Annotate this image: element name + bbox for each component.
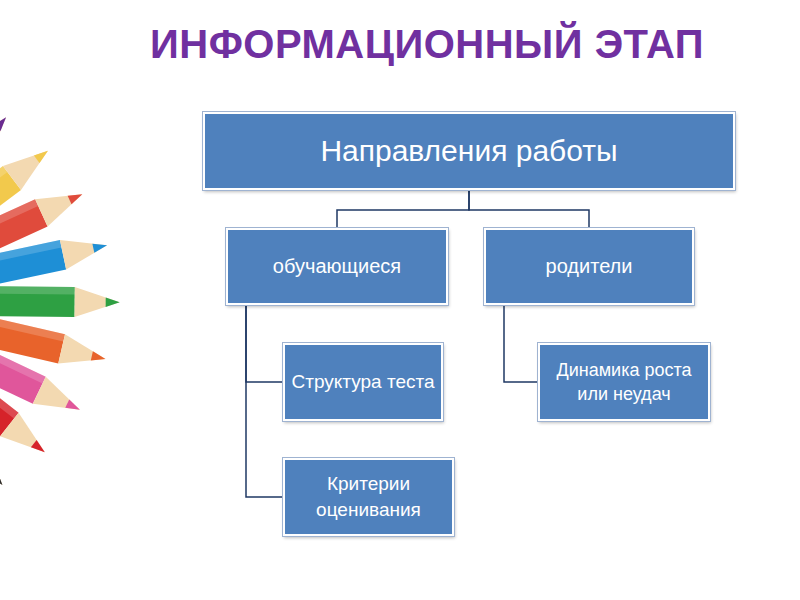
process-box: Направления работы [203, 112, 735, 190]
box-label: Структура теста [291, 369, 434, 395]
connector [469, 190, 589, 228]
process-box: Динамика роста или неудач [538, 343, 710, 421]
box-label: родители [546, 253, 633, 280]
process-box: Структура теста [283, 343, 443, 421]
box-label: Критерии оценивания [285, 471, 452, 522]
pencil [0, 288, 54, 464]
slide-title: ИНФОРМАЦИОННЫЙ ЭТАП [150, 22, 704, 67]
pencil [0, 285, 109, 373]
box-label: Направления работы [320, 131, 617, 172]
process-box: обучающиеся [226, 228, 448, 305]
connector [337, 190, 469, 228]
pencil [0, 290, 14, 494]
process-box: Критерии оценивания [283, 458, 454, 536]
process-box: родители [484, 228, 694, 305]
connector [504, 305, 538, 382]
connector [246, 305, 283, 497]
connector [246, 305, 283, 382]
pencil [0, 285, 120, 317]
box-label: обучающиеся [273, 253, 401, 280]
pencil [0, 286, 86, 423]
box-label: Динамика роста или неудач [540, 358, 708, 407]
